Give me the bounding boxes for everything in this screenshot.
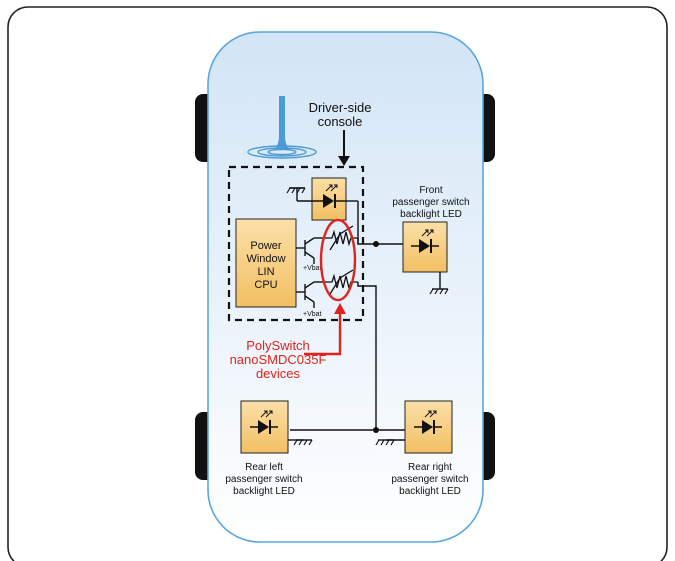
cpu-label-line4: CPU <box>254 279 277 291</box>
cpu-box <box>235 218 297 308</box>
console-label-line2: console <box>318 114 363 129</box>
console-arrow-icon <box>338 130 350 166</box>
rear-left-label-line1: Rear left <box>245 462 283 473</box>
polyswitch-highlight-ring <box>319 218 357 302</box>
polyswitch-arrow-icon <box>304 303 346 356</box>
front-led-label-line1: Front <box>419 185 443 196</box>
antenna-icon <box>247 96 317 159</box>
resistor-icon-lower <box>325 269 358 295</box>
console-label-line1: Driver-side <box>309 100 372 115</box>
vbat-label-upper: +Vbat <box>303 265 322 272</box>
rear-right-label-line1: Rear right <box>408 462 452 473</box>
cpu-label-line1: Power <box>250 240 282 252</box>
cpu-label-line2: Window <box>246 253 285 265</box>
rear-left-label-line3: backlight LED <box>233 486 295 497</box>
rear-right-label-line3: backlight LED <box>399 486 461 497</box>
front-led-label-line3: backlight LED <box>400 209 462 220</box>
junction-dot-lower <box>373 427 379 433</box>
rear-left-label-line2: passenger switch <box>225 474 302 485</box>
wiring <box>290 201 405 431</box>
cpu-label-line3: LIN <box>257 266 274 278</box>
vbat-label-lower: +Vbat <box>303 311 322 318</box>
junction-dot-upper <box>373 241 379 247</box>
rear-right-label-line2: passenger switch <box>391 474 468 485</box>
front-led-label-line2: passenger switch <box>392 197 469 208</box>
polyswitch-label-line2: nanoSMDC035F <box>230 352 327 367</box>
polyswitch-label-line1: PolySwitch <box>246 338 310 353</box>
polyswitch-label-line3: devices <box>256 366 301 381</box>
transistor-icon-lower <box>296 281 325 308</box>
